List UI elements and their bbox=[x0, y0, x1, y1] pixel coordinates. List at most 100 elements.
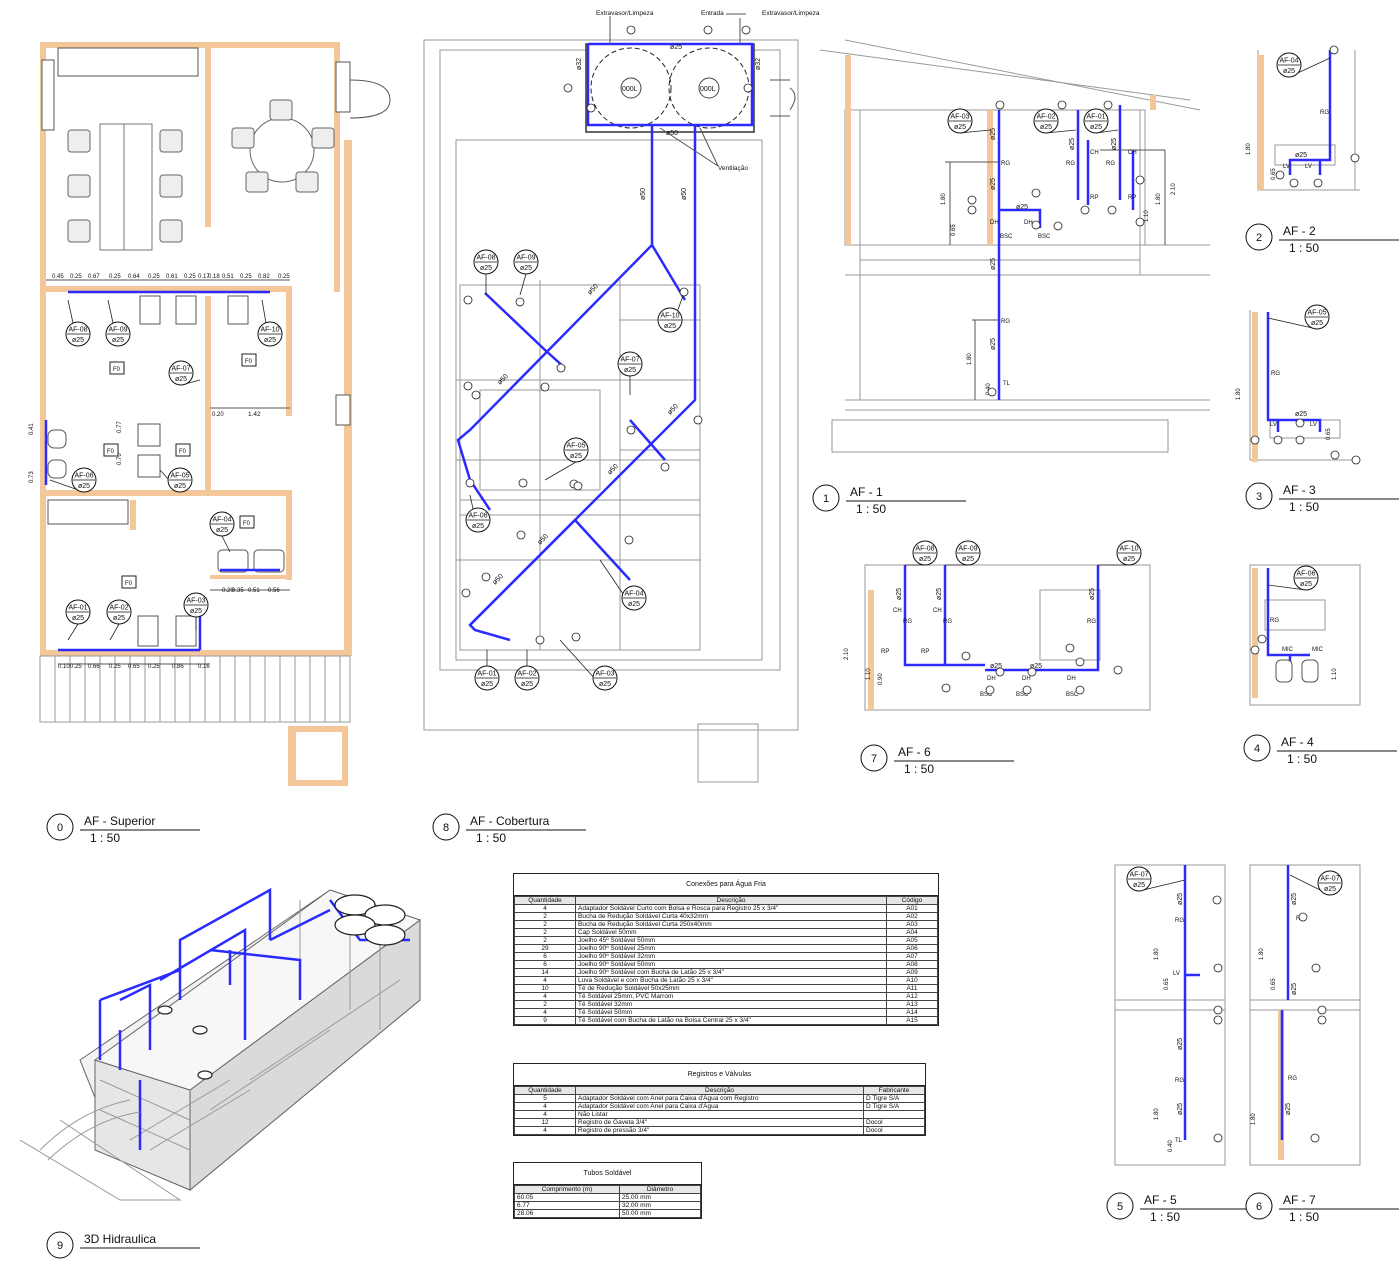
fitting-marker bbox=[481, 572, 491, 582]
svg-text:ø25: ø25 bbox=[175, 376, 187, 383]
table-cell: A02 bbox=[886, 912, 938, 921]
svg-text:6: 6 bbox=[1256, 1201, 1262, 1213]
svg-text:ø25: ø25 bbox=[1090, 124, 1102, 131]
svg-text:ø25: ø25 bbox=[1123, 556, 1135, 563]
svg-text:BSC: BSC bbox=[1038, 234, 1051, 240]
svg-text:AF-03: AF-03 bbox=[595, 671, 614, 678]
section-af-5: RG LV RG TL 1.80 0.65 1.80 0.40 ø25 ø25 … bbox=[1114, 864, 1226, 1166]
table-cell: Tê de Redução Soldável 50x25mm bbox=[575, 984, 887, 993]
svg-text:ø50: ø50 bbox=[536, 533, 550, 547]
svg-text:ø50: ø50 bbox=[666, 130, 678, 137]
fitting-marker bbox=[1031, 188, 1041, 198]
fitting-marker bbox=[1057, 100, 1067, 110]
svg-text:LV: LV bbox=[1283, 164, 1290, 170]
svg-text:ø25: ø25 bbox=[1324, 886, 1336, 893]
svg-text:ø25: ø25 bbox=[1291, 893, 1298, 905]
svg-text:MIC: MIC bbox=[1312, 647, 1324, 653]
dim-bottom: 0.16 bbox=[198, 664, 210, 670]
fitting-marker bbox=[1330, 450, 1340, 460]
svg-text:CH: CH bbox=[1090, 150, 1099, 156]
fitting-marker bbox=[1212, 895, 1222, 905]
fitting-marker bbox=[1213, 963, 1223, 973]
dim-bottom: 0.25 bbox=[109, 664, 121, 670]
svg-text:ø25: ø25 bbox=[480, 265, 492, 272]
fitting-marker bbox=[515, 297, 525, 307]
svg-text:ø25: ø25 bbox=[78, 483, 90, 490]
svg-text:1 : 50: 1 : 50 bbox=[1289, 500, 1319, 514]
svg-text:AF-01: AF-01 bbox=[1086, 114, 1105, 121]
svg-text:ø25: ø25 bbox=[962, 556, 974, 563]
table-cell: A07 bbox=[886, 952, 938, 961]
fitting-marker bbox=[1298, 912, 1308, 922]
svg-text:2.10: 2.10 bbox=[1171, 183, 1177, 195]
svg-text:ø50: ø50 bbox=[666, 403, 680, 417]
section-af-1: RG RG TL DH BSC BSC DH RG RG CH CH RP RP… bbox=[819, 39, 1210, 453]
fitting-marker bbox=[1075, 657, 1085, 667]
svg-text:DH: DH bbox=[1024, 220, 1033, 226]
svg-text:ø25: ø25 bbox=[628, 601, 640, 608]
svg-text:RG: RG bbox=[1270, 618, 1279, 624]
svg-text:ø25: ø25 bbox=[1295, 411, 1307, 418]
svg-text:BSC: BSC bbox=[1000, 234, 1013, 240]
fitting-marker bbox=[626, 425, 636, 435]
table-cell: A04 bbox=[886, 928, 938, 937]
fitting-marker bbox=[571, 632, 581, 642]
fitting-marker bbox=[1250, 645, 1260, 655]
table-cell: 60.05 bbox=[514, 1193, 620, 1202]
table-header: Comprimento (m) bbox=[514, 1185, 620, 1194]
fitting-marker bbox=[1310, 1133, 1320, 1143]
svg-text:3: 3 bbox=[1256, 491, 1262, 503]
svg-text:AF-04: AF-04 bbox=[212, 517, 231, 524]
svg-text:5: 5 bbox=[1117, 1201, 1123, 1213]
fitting-marker bbox=[1113, 665, 1123, 675]
section-af-7: RG RG 1.80 0.65 1.80 ø25 ø25 ø25 AF-07ø2… bbox=[1249, 864, 1361, 1166]
overflow-left-label: Extravasor/Limpeza bbox=[596, 10, 654, 17]
table-cell: A08 bbox=[886, 960, 938, 969]
table-cell: Docol bbox=[863, 1126, 925, 1135]
svg-text:1.80: 1.80 bbox=[967, 353, 973, 365]
table-cell: 4 bbox=[514, 1126, 576, 1135]
entrada-label: Entrada bbox=[701, 10, 724, 17]
tank-1-label: 000L bbox=[622, 86, 638, 93]
svg-text:1 : 50: 1 : 50 bbox=[904, 762, 934, 776]
svg-text:1 : 50: 1 : 50 bbox=[476, 831, 506, 845]
fitting-marker bbox=[1022, 685, 1032, 695]
svg-text:AF-07: AF-07 bbox=[1129, 872, 1148, 879]
table-cell: 4 bbox=[514, 976, 576, 985]
svg-text:AF - Cobertura: AF - Cobertura bbox=[470, 814, 550, 828]
tank-2-label: 000L bbox=[700, 86, 716, 93]
fitting-marker bbox=[1313, 178, 1323, 188]
svg-text:AF-02: AF-02 bbox=[109, 605, 128, 612]
svg-text:ø25: ø25 bbox=[216, 527, 228, 534]
svg-text:F0: F0 bbox=[113, 367, 121, 373]
fitting-marker bbox=[573, 481, 583, 491]
table-cell: 29 bbox=[514, 944, 576, 953]
svg-text:ø25: ø25 bbox=[481, 681, 493, 688]
f0-markers: F0 F0 F0 F0 F0 F0 bbox=[103, 353, 257, 589]
table-cell: 32.00 mm bbox=[619, 1201, 701, 1210]
dim-bottom: 0.66 bbox=[88, 664, 100, 670]
roof-plan-cobertura: 000L 000L Extravasor/Limpeza Entrada Ext… bbox=[423, 10, 820, 783]
table-cell: A13 bbox=[886, 1000, 938, 1009]
dim-0-51: 0.51 bbox=[248, 588, 260, 594]
svg-text:DH: DH bbox=[987, 676, 996, 682]
dim-0-41: 0.41 bbox=[29, 423, 35, 435]
svg-text:F0: F0 bbox=[125, 581, 133, 587]
svg-text:0.65: 0.65 bbox=[951, 224, 957, 236]
fitting-marker bbox=[1275, 170, 1285, 180]
svg-text:RG: RG bbox=[943, 619, 952, 625]
svg-text:AF-06: AF-06 bbox=[1296, 571, 1315, 578]
table-cell: A09 bbox=[886, 968, 938, 977]
svg-text:RP: RP bbox=[921, 649, 929, 655]
table-cell: 12 bbox=[514, 1118, 576, 1127]
svg-text:LV: LV bbox=[1310, 422, 1317, 428]
